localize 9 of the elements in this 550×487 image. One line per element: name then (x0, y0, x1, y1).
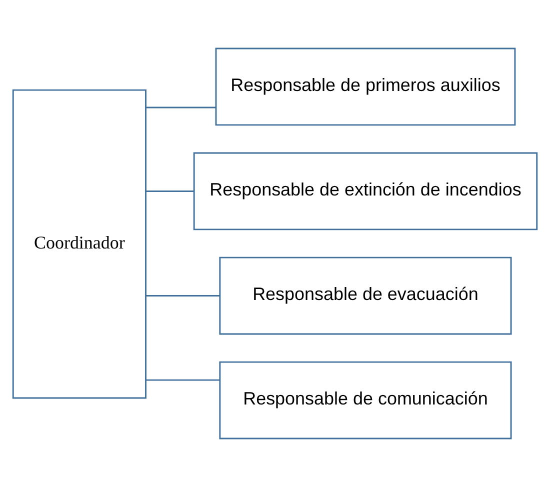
node-box: Responsable de extinción de incendios (193, 152, 538, 230)
connector (146, 106, 216, 108)
connector (146, 379, 220, 381)
node-box: Responsable de primeros auxilios (215, 48, 516, 126)
connector (146, 190, 194, 192)
node-box: Coordinador (12, 89, 146, 399)
connector (146, 295, 220, 296)
node-box: Responsable de evacuación (219, 256, 512, 335)
node-box: Responsable de comunicación (219, 361, 512, 440)
